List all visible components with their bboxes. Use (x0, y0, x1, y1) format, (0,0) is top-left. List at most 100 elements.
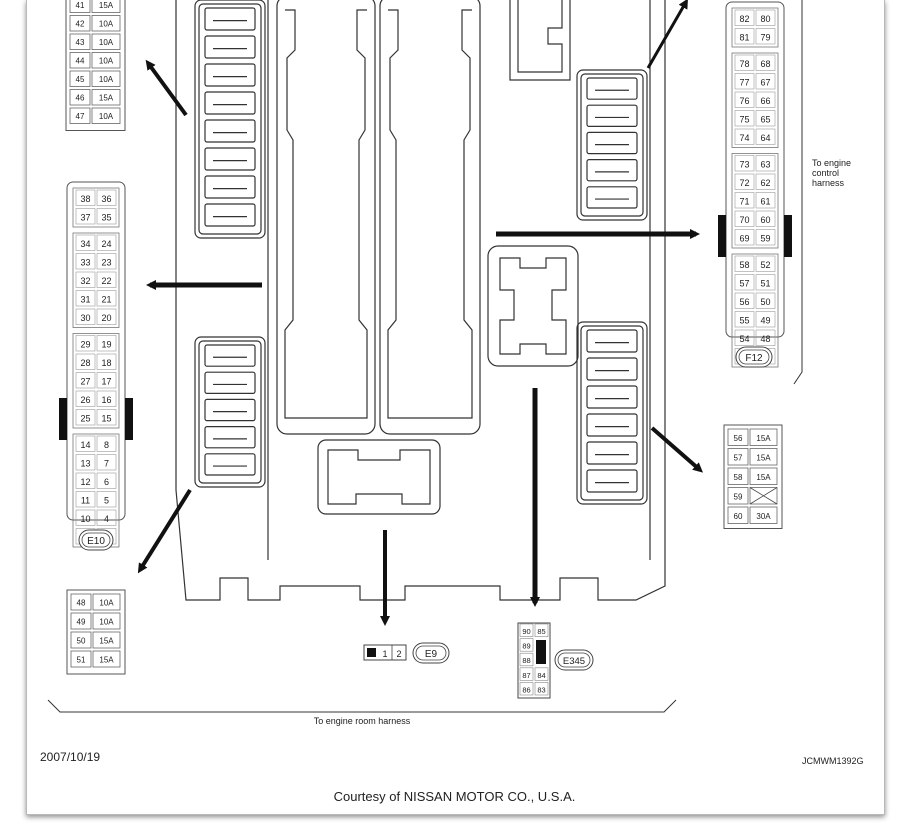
fuse-slot (204, 203, 256, 227)
pin-cell (755, 73, 776, 90)
pin-cell (96, 509, 117, 526)
arrow-upper-right (646, 0, 688, 69)
pin-cell (75, 472, 96, 489)
pin-cell (727, 448, 749, 466)
pin-cell (519, 682, 534, 696)
pin-cell (734, 329, 755, 346)
fuse-slot (586, 469, 638, 493)
pin-cell (755, 210, 776, 227)
pin-number: 19 (101, 340, 111, 350)
fuse-rating: 15A (99, 656, 114, 665)
connector-e10-latch (125, 398, 133, 440)
pin-number: 59 (734, 493, 743, 502)
fuse-slot (204, 119, 256, 143)
amp-cell (92, 650, 121, 668)
pin-cell (69, 52, 91, 69)
pin-cell (755, 311, 776, 328)
amp-cell (91, 107, 121, 124)
pin-number: 25 (80, 414, 90, 424)
diagram-code: JCMWM1392G (802, 756, 864, 766)
pin-number: 60 (760, 215, 770, 225)
pin-cell (755, 28, 776, 45)
pin-number: 74 (739, 133, 749, 143)
pin-number: 66 (760, 96, 770, 106)
pin-cell (96, 290, 117, 307)
e10-tag (78, 529, 114, 551)
fuse-slot (586, 441, 638, 465)
pin-cell (96, 454, 117, 471)
fuse-slot (204, 147, 256, 171)
pin-number: 27 (80, 377, 90, 387)
pin-number: 65 (760, 115, 770, 125)
pin-cell (534, 623, 549, 637)
pin-cell (727, 487, 749, 505)
engine-room-harness-label: To engine room harness (314, 716, 411, 726)
pin-cell (755, 91, 776, 108)
fuse-rating: 15A (99, 637, 114, 646)
pin-number: 80 (760, 14, 770, 24)
pin-number: 88 (522, 656, 530, 665)
pin-number: 2 (396, 649, 401, 659)
pin-number: 8 (104, 440, 109, 450)
pin-number: 68 (760, 59, 770, 69)
pin-number: 60 (734, 512, 743, 521)
pin-number: 79 (760, 33, 770, 43)
pin-number: 84 (537, 671, 545, 680)
connector-f12 (725, 1, 785, 338)
pin-number: 14 (80, 440, 90, 450)
connector-label-f12: F12 (745, 353, 763, 364)
pin-cell (519, 638, 534, 652)
pin-cell (75, 409, 96, 426)
fuse-slot (586, 329, 638, 353)
amp-cell (91, 0, 121, 13)
pin-cell (734, 255, 755, 272)
pin-number: 62 (760, 178, 770, 188)
pin-number: 15 (101, 414, 111, 424)
pin-cell (96, 308, 117, 325)
pin-number: 63 (760, 160, 770, 170)
pin-number: 61 (760, 197, 770, 207)
pin-cell (69, 0, 91, 13)
pin-number: 54 (739, 334, 749, 344)
pin-number: 20 (101, 313, 111, 323)
pin-cell (96, 491, 117, 508)
pin-number: 50 (77, 637, 86, 646)
fuse-bank-lower-right-inner (580, 325, 644, 501)
connector-f12-latch (784, 215, 792, 257)
connector-label-e345: E345 (563, 656, 585, 667)
fuse-rating: 10A (99, 20, 114, 29)
bottom-connector (317, 439, 441, 515)
pin-cell (75, 509, 96, 526)
pin-cell (75, 390, 96, 407)
pin-number: 58 (734, 473, 743, 482)
connector-e10 (66, 181, 126, 521)
pin-cell (734, 210, 755, 227)
fuse-table-right (723, 424, 783, 529)
fuse-rating: 10A (99, 38, 114, 47)
pin-cell (96, 208, 117, 225)
pin-number: 59 (760, 234, 770, 244)
fuse-slot (204, 175, 256, 199)
pin-number: 50 (760, 297, 770, 307)
connector-e10-latch (59, 398, 67, 440)
pin-cell (755, 329, 776, 346)
amp-cell (91, 15, 121, 32)
pin-cell (75, 353, 96, 370)
fuse-bank-upper-right-inner (580, 73, 644, 217)
pin-cell (75, 435, 96, 452)
pin-cell (96, 353, 117, 370)
fuse-slot (204, 35, 256, 59)
pin-number: 89 (522, 642, 530, 651)
pin-number: 76 (739, 96, 749, 106)
engine-control-harness-label: To engine (812, 158, 851, 168)
pin-number: 31 (80, 295, 90, 305)
pin-number: 22 (101, 276, 111, 286)
f12-tag-inner (738, 349, 770, 365)
courtesy-line: Courtesy of NISSAN MOTOR CO., U.S.A. (333, 789, 576, 804)
amp-cell (91, 33, 121, 50)
top-connector-inner (517, 0, 563, 73)
unused-slot-mark (749, 487, 778, 505)
amp-cell (92, 593, 121, 611)
pin-cell (75, 271, 96, 288)
pin-cell (96, 271, 117, 288)
